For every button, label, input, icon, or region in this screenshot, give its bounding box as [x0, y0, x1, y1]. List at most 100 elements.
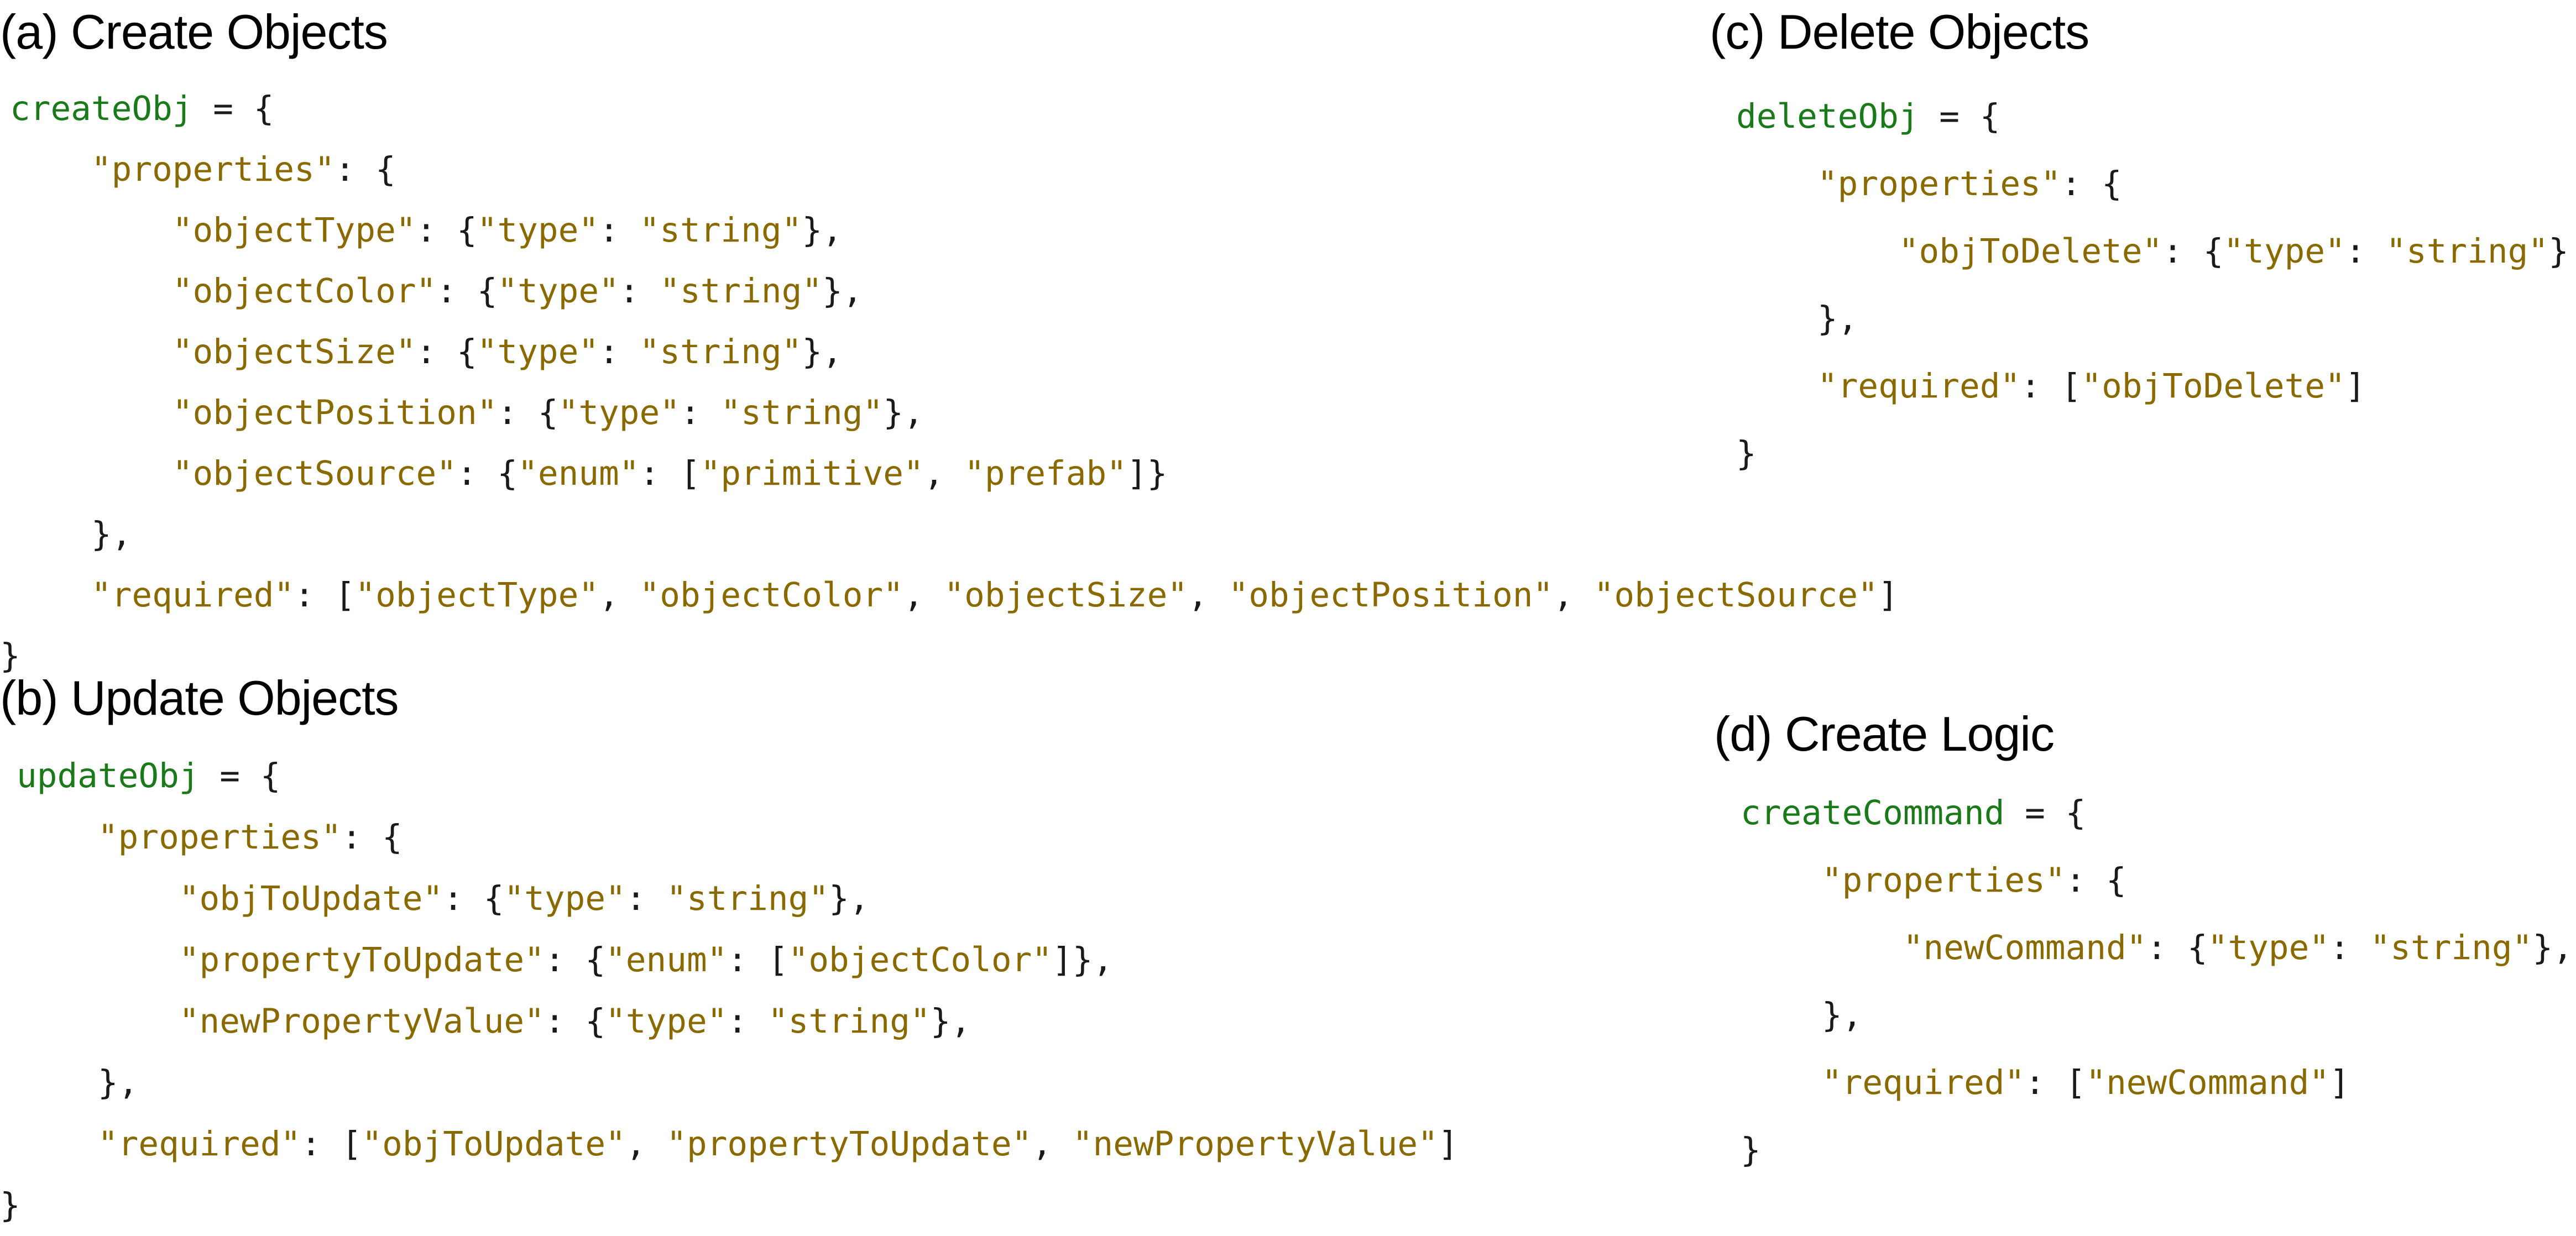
code-line: updateObj = {	[17, 745, 1459, 806]
code-string: "objToUpdate"	[362, 1124, 626, 1164]
code-string: "properties"	[91, 150, 335, 189]
code-line: }	[0, 626, 1899, 687]
code-line: }	[0, 1175, 1459, 1236]
code-line: "required": ["objToDelete"]	[1736, 353, 2569, 420]
code-punctuation	[17, 818, 98, 857]
code-punctuation	[10, 150, 91, 189]
code-punctuation: ,	[599, 575, 640, 615]
code-string: "primitive"	[700, 454, 924, 493]
code-punctuation: ]	[2329, 1063, 2350, 1102]
code-line: "properties": {	[17, 806, 1459, 868]
code-string: "newPropertyValue"	[1072, 1124, 1438, 1164]
code-string: "propertyToUpdate"	[666, 1124, 1032, 1164]
code-variable: createObj	[10, 89, 193, 128]
panel-title: (b) Update Objects	[0, 671, 399, 725]
code-block: createObj = { "properties": { "objectTyp…	[0, 78, 1899, 687]
code-string: "string"	[639, 211, 802, 250]
code-string: "objectPosition"	[1228, 575, 1554, 615]
code-line: }	[1741, 1117, 2573, 1184]
code-punctuation	[1741, 1063, 1822, 1102]
panel-create-objects: (a) Create Objects createObj = { "proper…	[0, 0, 1899, 676]
code-punctuation: : [	[301, 1124, 362, 1164]
code-punctuation: },	[17, 1063, 139, 1102]
code-punctuation	[10, 454, 173, 493]
code-punctuation: ,	[625, 1124, 667, 1164]
code-string: "enum"	[605, 940, 728, 980]
code-string: "properties"	[1821, 861, 2066, 900]
code-punctuation	[10, 271, 173, 311]
code-punctuation: : [	[2025, 1063, 2086, 1102]
code-line: "required": ["objectType", "objectColor"…	[10, 565, 1899, 626]
code-string: "type"	[2223, 232, 2345, 271]
code-string: "objectPosition"	[172, 393, 498, 432]
code-punctuation: : [	[727, 940, 788, 980]
code-punctuation: : {	[335, 150, 396, 189]
code-punctuation: : {	[436, 271, 498, 311]
code-punctuation	[17, 1002, 179, 1041]
code-line: },	[17, 1052, 1459, 1113]
code-string: "objectType"	[172, 211, 416, 250]
code-punctuation: ,	[923, 454, 965, 493]
code-string: "required"	[1821, 1063, 2025, 1102]
code-punctuation: },	[10, 515, 132, 554]
code-punctuation: = {	[199, 756, 281, 795]
code-punctuation: = {	[2004, 793, 2086, 832]
code-string: "type"	[497, 271, 619, 311]
code-punctuation: },	[802, 211, 843, 250]
code-punctuation: }	[0, 1186, 20, 1225]
code-punctuation: },	[930, 1002, 971, 1041]
code-line: createObj = {	[10, 78, 1899, 139]
panel-title: (d) Create Logic	[1714, 706, 2055, 761]
code-string: "required"	[1817, 366, 2021, 406]
code-string: "enum"	[518, 454, 640, 493]
code-string: "string"	[767, 1002, 931, 1041]
code-line: createCommand = {	[1741, 779, 2573, 847]
code-string: "propertyToUpdate"	[179, 940, 545, 980]
code-punctuation: }	[1736, 434, 1757, 473]
code-punctuation: ,	[1188, 575, 1229, 615]
code-punctuation: : {	[416, 332, 477, 371]
code-block: createCommand = { "properties": { "newCo…	[1741, 779, 2573, 1184]
code-punctuation: },	[1736, 299, 1858, 338]
code-line: "objectType": {"type": "string"},	[10, 200, 1899, 261]
code-string: "string"	[666, 879, 829, 918]
code-string: "required"	[91, 575, 295, 615]
code-line: "objectSource": {"enum": ["primitive", "…	[10, 443, 1899, 504]
code-line: "required": ["newCommand"]	[1741, 1049, 2573, 1117]
code-line: deleteObj = {	[1736, 83, 2569, 150]
code-string: "properties"	[97, 818, 342, 857]
code-string: "required"	[97, 1124, 301, 1164]
code-string: "objectType"	[355, 575, 599, 615]
code-punctuation	[10, 332, 173, 371]
code-punctuation: :	[2345, 232, 2386, 271]
code-block: deleteObj = { "properties": { "objToDele…	[1736, 83, 2569, 488]
code-string: "string"	[2386, 232, 2549, 271]
code-punctuation: = {	[192, 89, 274, 128]
panel-delete-objects: (c) Delete Objects deleteObj = { "proper…	[1710, 0, 2569, 474]
code-punctuation: },	[822, 271, 863, 311]
code-punctuation: : {	[497, 393, 558, 432]
panel-title: (a) Create Objects	[0, 4, 388, 59]
code-punctuation: : {	[416, 211, 477, 250]
panel-title: (c) Delete Objects	[1710, 4, 2089, 59]
code-string: "newCommand"	[2086, 1063, 2330, 1102]
code-punctuation: ,	[1032, 1124, 1073, 1164]
code-punctuation: : {	[2065, 861, 2126, 900]
code-punctuation: : {	[544, 940, 606, 980]
code-punctuation: ]	[1878, 575, 1899, 615]
panel-create-logic: (d) Create Logic createCommand = { "prop…	[1714, 702, 2573, 1170]
code-line: "objectPosition": {"type": "string"},	[10, 383, 1899, 443]
code-punctuation	[10, 575, 91, 615]
code-line: },	[1736, 285, 2569, 353]
code-line: "newCommand": {"type": "string"},	[1741, 914, 2573, 982]
code-line: },	[1741, 982, 2573, 1049]
code-string: "objectSize"	[172, 332, 416, 371]
code-punctuation	[1741, 861, 1822, 900]
code-punctuation	[1736, 366, 1817, 406]
code-punctuation: ]	[2345, 366, 2366, 406]
code-string: "string"	[2370, 928, 2533, 967]
code-string: "prefab"	[964, 454, 1127, 493]
panel-update-objects: (b) Update Objects updateObj = { "proper…	[0, 666, 1459, 1225]
code-string: "objectColor"	[788, 940, 1053, 980]
code-string: "string"	[639, 332, 802, 371]
